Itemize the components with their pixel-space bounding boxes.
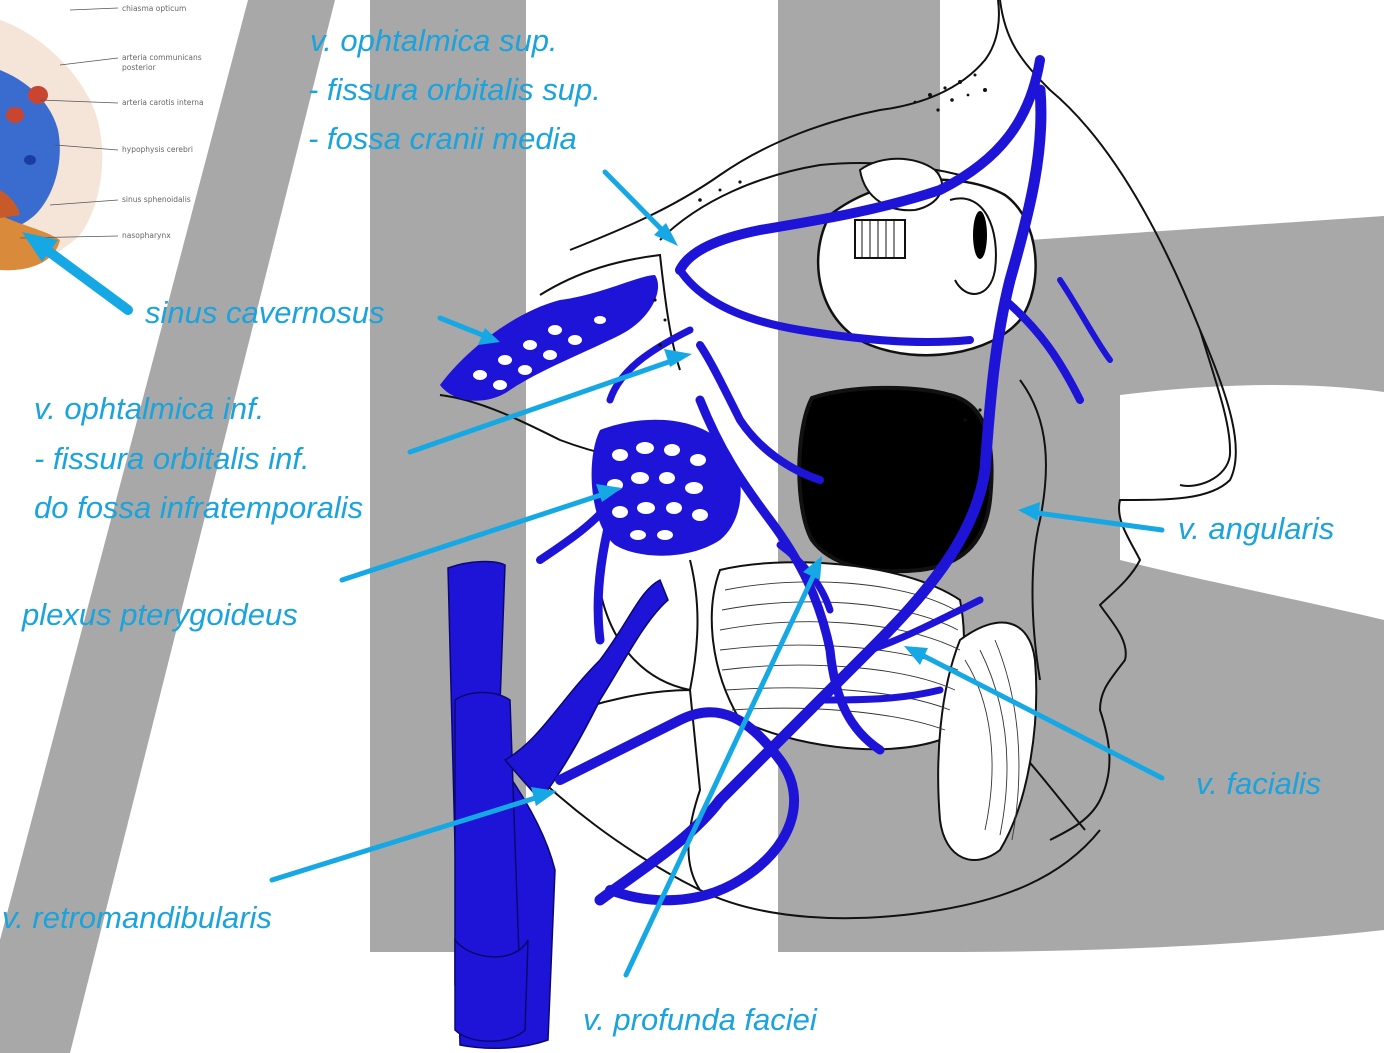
inset-artery-1 bbox=[28, 86, 48, 104]
inset-label: sinus sphenoidalis bbox=[122, 195, 191, 204]
label-ophthalmica-sup: v. ophtalmica sup. bbox=[310, 21, 558, 60]
label-profunda-faciei: v. profunda faciei bbox=[583, 1000, 817, 1039]
arrow-sinus-inset bbox=[22, 232, 128, 310]
inset-label: posterior bbox=[122, 63, 157, 72]
inset-illustration: chiasma opticum arteria communicans post… bbox=[0, 4, 204, 270]
inset-artery-2 bbox=[6, 107, 24, 123]
label-fossa-cranii-media: - fossa cranii media bbox=[308, 119, 577, 158]
inset-vein-1 bbox=[24, 155, 36, 165]
label-facialis: v. facialis bbox=[1196, 764, 1321, 803]
label-fossa-infratemporalis: do fossa infratemporalis bbox=[34, 488, 363, 527]
label-retromandibularis: v. retromandibularis bbox=[2, 898, 272, 937]
inset-label: arteria communicans bbox=[122, 53, 202, 62]
venous-system bbox=[448, 562, 668, 1049]
inset-label: arteria carotis interna bbox=[122, 98, 204, 107]
arrow-ophthalmica-sup bbox=[605, 172, 678, 246]
label-angularis: v. angularis bbox=[1178, 509, 1334, 548]
inset-leader-1 bbox=[70, 8, 118, 10]
label-sinus-cavernosus: sinus cavernosus bbox=[145, 293, 385, 332]
label-fissura-orbitalis-inf: - fissura orbitalis inf. bbox=[34, 439, 310, 478]
inset-label: nasopharynx bbox=[122, 231, 171, 240]
label-ophthalmica-inf: v. ophtalmica inf. bbox=[34, 389, 264, 428]
inset-leader-2 bbox=[60, 58, 118, 65]
label-fissura-orbitalis-sup: - fissura orbitalis sup. bbox=[308, 70, 601, 109]
label-plexus-pterygoideus: plexus pterygoideus bbox=[22, 595, 298, 634]
vein-plexus-stem bbox=[598, 520, 610, 640]
inset-label: hypophysis cerebri bbox=[122, 145, 193, 154]
inset-label: chiasma opticum bbox=[122, 4, 186, 13]
eye-pupil bbox=[973, 211, 987, 259]
